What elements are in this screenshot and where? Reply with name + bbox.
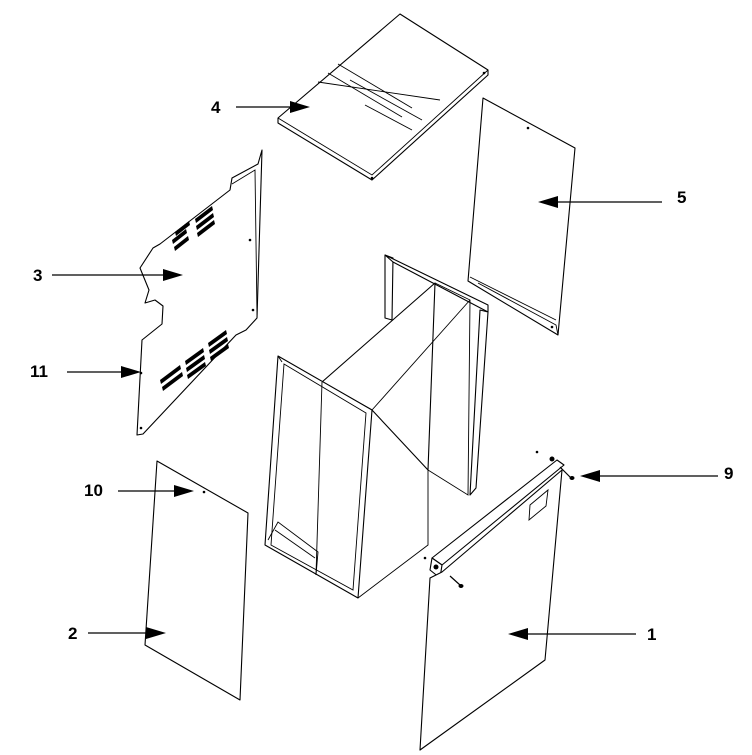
left-side-panel	[144, 460, 249, 701]
callout-arrow-4	[236, 101, 310, 113]
top-cover-panel	[277, 13, 489, 181]
callout-arrow-9	[580, 470, 718, 482]
callout-label-1: 1	[647, 625, 656, 644]
callout-arrow-1	[508, 628, 636, 640]
callout-arrow-10	[118, 485, 194, 497]
right-side-panel	[467, 97, 576, 336]
rear-panel	[136, 149, 263, 436]
callout-label-9: 9	[724, 464, 733, 483]
callout-label-3: 3	[33, 266, 42, 285]
callout-label-5: 5	[677, 188, 686, 207]
chassis-frame	[264, 254, 489, 599]
callout-arrow-5	[538, 196, 662, 208]
front-door-panel	[419, 450, 565, 751]
callout-label-4: 4	[211, 98, 221, 117]
callout-label-2: 2	[68, 624, 77, 643]
callout-label-10: 10	[84, 481, 103, 500]
callout-label-11: 11	[30, 362, 48, 381]
callout-arrow-11	[67, 366, 141, 378]
callout-arrow-2	[88, 627, 166, 639]
callout-arrow-3	[52, 269, 183, 281]
screw-hardware	[449, 466, 575, 588]
